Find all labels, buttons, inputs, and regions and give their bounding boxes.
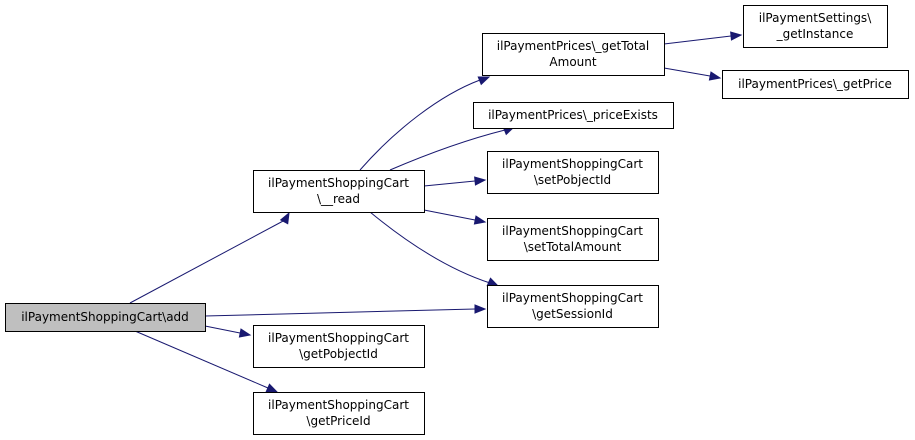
arrowhead [474, 176, 487, 186]
node-box[interactable] [487, 151, 659, 194]
arrowhead [477, 76, 491, 86]
node-label: ilPaymentShoppingCart [268, 398, 409, 412]
nodes-layer: ilPaymentShoppingCart\add ilPaymentShoppi… [5, 5, 909, 435]
node-label: \setTotalAmount [524, 240, 622, 254]
node-getPriceId[interactable]: ilPaymentShoppingCart \getPriceId [253, 392, 425, 435]
edge-read-getTotalAmount [359, 76, 491, 171]
arrowhead [708, 71, 722, 81]
edge-getTotalAmount-getPrice [663, 67, 722, 81]
node-label: ilPaymentPrices\_priceExists [488, 108, 658, 122]
node-label: ilPaymentSettings\ [759, 11, 872, 25]
edge-line [369, 211, 491, 284]
node-label: \getPriceId [306, 414, 370, 428]
edge-getTotalAmount-getInstance [663, 31, 743, 45]
edge-line [423, 180, 476, 187]
node-label: ilPaymentPrices\_getTotal [497, 39, 650, 53]
edge-line [359, 79, 481, 171]
edge-line [204, 325, 241, 334]
node-box[interactable] [487, 218, 659, 261]
node-box[interactable] [253, 170, 425, 213]
node-priceExists[interactable]: ilPaymentPrices\_priceExists [473, 102, 674, 129]
arrowhead [473, 215, 487, 225]
node-add[interactable]: ilPaymentShoppingCart\add [5, 303, 206, 332]
node-read[interactable]: ilPaymentShoppingCart \__read [253, 170, 425, 213]
node-label: ilPaymentShoppingCart [268, 176, 409, 190]
edges-layer [129, 31, 743, 393]
node-label: \getSessionId [532, 307, 613, 321]
edge-line [663, 35, 732, 45]
node-box[interactable] [253, 392, 425, 435]
edge-add-getPriceId [134, 330, 279, 393]
node-label: ilPaymentShoppingCart [502, 224, 643, 238]
node-box[interactable] [722, 70, 909, 99]
edge-line [134, 330, 269, 389]
node-box[interactable] [482, 33, 665, 76]
node-box[interactable] [5, 303, 206, 332]
node-box[interactable] [473, 102, 674, 129]
node-getSessionId[interactable]: ilPaymentShoppingCart \getSessionId [487, 285, 659, 328]
node-label: ilPaymentShoppingCart\add [21, 310, 189, 324]
node-label: \__read [317, 192, 360, 206]
edge-add-getPobjectId [204, 325, 252, 338]
edge-add-read [129, 211, 290, 304]
node-label: ilPaymentShoppingCart [268, 331, 409, 345]
node-label: ilPaymentPrices\_getPrice [738, 77, 892, 91]
edge-line [423, 209, 476, 221]
node-label: ilPaymentShoppingCart [502, 157, 643, 171]
node-label: _getInstance [776, 27, 854, 41]
edge-line [663, 67, 711, 77]
edge-line [389, 129, 506, 171]
node-getInstance[interactable]: ilPaymentSettings\ _getInstance [743, 5, 888, 48]
edge-read-setTotalAmount [423, 209, 487, 225]
arrowhead [474, 304, 487, 314]
edge-line [204, 308, 476, 317]
node-label: ilPaymentShoppingCart [502, 291, 643, 305]
node-setPobjectId[interactable]: ilPaymentShoppingCart \setPobjectId [487, 151, 659, 194]
arrowhead [730, 31, 743, 41]
edge-line [129, 219, 286, 304]
arrowhead [486, 277, 500, 287]
arrowhead [279, 211, 290, 225]
arrowhead [265, 383, 279, 393]
edge-add-getSessionId [204, 304, 487, 317]
node-box[interactable] [487, 285, 659, 328]
node-setTotalAmount[interactable]: ilPaymentShoppingCart \setTotalAmount [487, 218, 659, 261]
node-label: \setPobjectId [534, 173, 611, 187]
node-getPobjectId[interactable]: ilPaymentShoppingCart \getPobjectId [253, 325, 425, 368]
node-box[interactable] [253, 325, 425, 368]
edge-read-setPobjectId [423, 176, 487, 187]
node-label: Amount [549, 55, 596, 69]
node-box[interactable] [743, 5, 888, 48]
node-label: \getPobjectId [299, 347, 378, 361]
arrowhead [238, 328, 252, 338]
node-getPrice[interactable]: ilPaymentPrices\_getPrice [722, 70, 909, 99]
